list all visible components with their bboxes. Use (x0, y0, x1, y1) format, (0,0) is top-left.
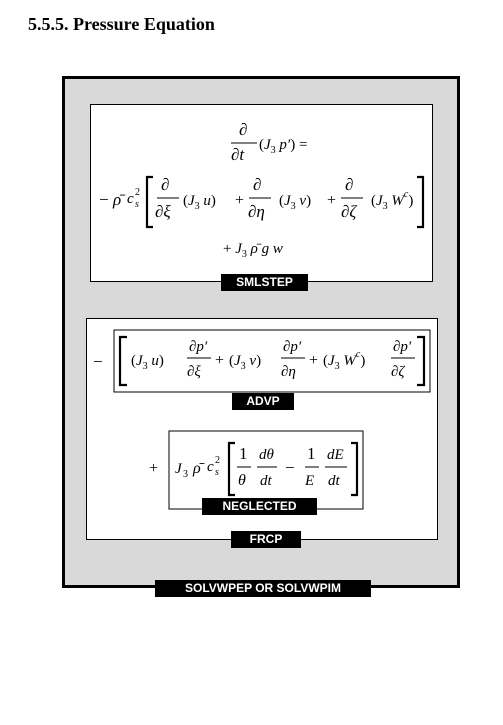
svg-text:+ J3 ρ̄ g w: + J3 ρ̄ g w (223, 241, 283, 260)
svg-text:dt: dt (260, 473, 273, 489)
svg-text:dt: dt (328, 473, 341, 489)
svg-text:1: 1 (307, 444, 316, 463)
svg-text:∂p′: ∂p′ (393, 339, 412, 355)
svg-text:dE: dE (327, 447, 344, 463)
svg-text:s: s (135, 199, 139, 210)
svg-text:∂p′: ∂p′ (189, 339, 208, 355)
svg-text:(J3 p′) =: (J3 p′) = (259, 137, 307, 156)
svg-text:∂ζ: ∂ζ (341, 202, 357, 221)
svg-text:∂: ∂ (345, 175, 353, 194)
svg-text:(J3 Wc): (J3 Wc) (371, 189, 413, 212)
svg-text:J: J (175, 461, 183, 477)
svg-text:∂: ∂ (253, 175, 261, 194)
svg-text:+: + (327, 192, 336, 209)
section-heading: 5.5.5. Pressure Equation (28, 14, 215, 34)
svg-text:(J3 u): (J3 u) (131, 353, 164, 372)
svg-text:E: E (304, 473, 314, 489)
svg-text:+: + (235, 192, 244, 209)
smlstep-box: ∂ ∂t (J3 p′) = − ρ̄ c s 2 ∂ ∂ξ (J3 u) + … (90, 104, 433, 282)
svg-text:dθ: dθ (259, 447, 275, 463)
svg-text:∂t: ∂t (231, 145, 245, 164)
svg-text:(J3 v): (J3 v) (229, 353, 261, 372)
svg-text:c: c (127, 191, 134, 207)
svg-text:c: c (207, 459, 214, 475)
svg-text:(J3 Wc): (J3 Wc) (323, 349, 365, 372)
svg-text:−: − (99, 190, 109, 209)
svg-text:ρ̄: ρ̄ (112, 190, 126, 209)
frcp-label: FRCP (231, 531, 301, 548)
svg-text:+: + (149, 460, 158, 477)
svg-text:+: + (215, 352, 224, 369)
svg-text:2: 2 (215, 455, 220, 466)
svg-text:∂: ∂ (239, 120, 247, 139)
svg-text:∂η: ∂η (281, 364, 296, 380)
svg-text:(J3 u): (J3 u) (183, 193, 216, 212)
frcp-equation: − (J3 u) ∂p′ ∂ξ + (J3 v) ∂p′ ∂η + (J3 Wc… (93, 329, 431, 510)
svg-text:1: 1 (239, 444, 248, 463)
svg-text:∂ζ: ∂ζ (391, 364, 405, 380)
svg-text:−: − (285, 458, 295, 477)
svg-text:3: 3 (183, 469, 188, 480)
svg-text:+: + (309, 352, 318, 369)
smlstep-equation: ∂ ∂t (J3 p′) = − ρ̄ c s 2 ∂ ∂ξ (J3 u) + … (99, 120, 425, 260)
svg-text:−: − (93, 352, 103, 371)
svg-text:∂η: ∂η (248, 202, 265, 221)
svg-text:(J3 v): (J3 v) (279, 193, 311, 212)
svg-text:∂p′: ∂p′ (283, 339, 302, 355)
smlstep-label: SMLSTEP (221, 274, 308, 291)
svg-text:∂ξ: ∂ξ (187, 364, 201, 380)
solvwpep-label: SOLVWPEP OR SOLVWPIM (155, 580, 371, 597)
svg-text:∂: ∂ (161, 175, 169, 194)
advp-label: ADVP (232, 393, 294, 410)
svg-text:2: 2 (135, 187, 140, 198)
neglected-label: NEGLECTED (202, 498, 317, 515)
svg-text:θ: θ (238, 472, 246, 489)
svg-text:s: s (215, 467, 219, 478)
svg-text:∂ξ: ∂ξ (155, 202, 171, 221)
